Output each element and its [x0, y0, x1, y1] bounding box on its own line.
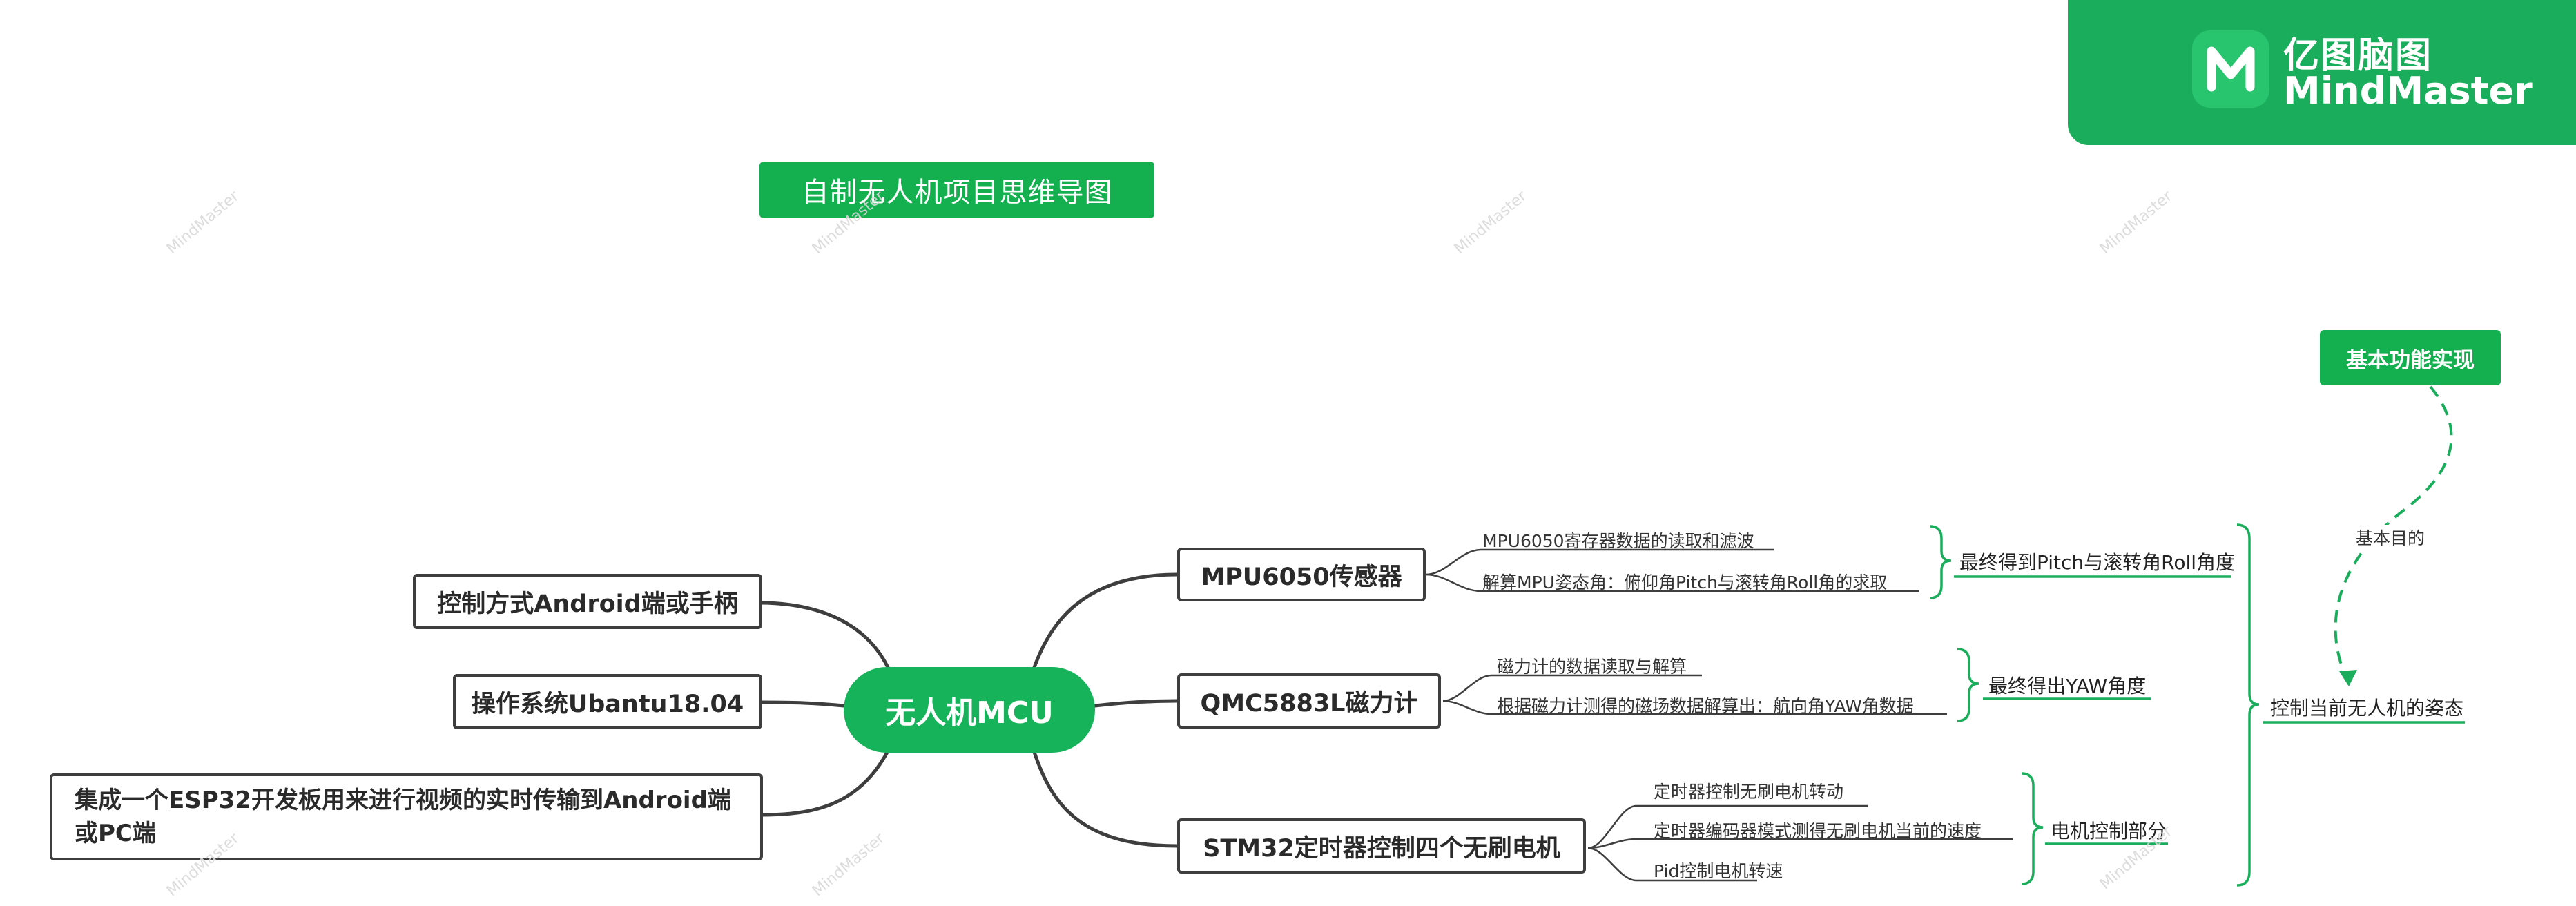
detail-mpu-1[interactable]: MPU6050寄存器数据的读取和滤波 [1482, 531, 1754, 551]
link-left-1 [757, 601, 893, 675]
floating-topic[interactable]: 基本功能实现 [2320, 330, 2501, 385]
link-right-3 [1030, 744, 1179, 848]
brand-banner: 亿图脑图 MindMaster [2068, 0, 2576, 145]
summary-motor[interactable]: 电机控制部分 [2051, 820, 2167, 842]
summary-overall[interactable]: 控制当前无人机的姿态 [2270, 697, 2464, 720]
relation-arrow [2334, 385, 2453, 681]
detail-motor-3[interactable]: Pid控制电机转速 [1654, 861, 1783, 881]
brace-qmc [1957, 648, 1979, 722]
brand-name-cn: 亿图脑图 [2283, 35, 2433, 77]
map-title[interactable]: 自制无人机项目思维导图 [759, 162, 1154, 218]
summary-mpu[interactable]: 最终得到Pitch与滚转角Roll角度 [1959, 551, 2236, 574]
summary-qmc[interactable]: 最终得出YAW角度 [1988, 675, 2147, 697]
link-right-1 [1030, 572, 1179, 675]
central-topic[interactable]: 无人机MCU [844, 667, 1095, 753]
brace-mpu [1929, 525, 1952, 599]
right-topic-qmc5883l[interactable]: QMC5883L磁力计 [1177, 673, 1441, 729]
brace-motor [2021, 772, 2044, 885]
link-left-3 [761, 744, 893, 817]
left-topic-esp32[interactable]: 集成一个ESP32开发板用来进行视频的实时传输到Android端或PC端 [50, 773, 763, 860]
detail-qmc-2[interactable]: 根据磁力计测得的磁场数据解算出：航向角YAW角数据 [1497, 696, 1914, 716]
right-topic-mpu6050[interactable]: MPU6050传感器 [1177, 548, 1426, 601]
relation-arrowhead [2339, 670, 2357, 686]
link-left-2 [757, 700, 846, 708]
link-right-2 [1093, 699, 1179, 708]
detail-mpu-2[interactable]: 解算MPU姿态角：俯仰角Pitch与滚转角Roll角的求取 [1482, 572, 1888, 592]
detail-qmc-1[interactable]: 磁力计的数据读取与解算 [1497, 657, 1687, 677]
detail-motor-2[interactable]: 定时器编码器模式测得无刷电机当前的速度 [1654, 821, 1982, 841]
brand-name-en: MindMaster [2283, 69, 2533, 113]
relation-label[interactable]: 基本目的 [2352, 525, 2430, 550]
mindmaster-logo-icon [2192, 30, 2269, 108]
left-topic-control[interactable]: 控制方式Android端或手柄 [413, 574, 762, 629]
left-topic-os[interactable]: 操作系统Ubantu18.04 [453, 674, 762, 729]
brace-overall [2236, 523, 2260, 887]
detail-motor-1[interactable]: 定时器控制无刷电机转动 [1654, 782, 1844, 802]
right-topic-stm32[interactable]: STM32定时器控制四个无刷电机 [1177, 818, 1586, 874]
